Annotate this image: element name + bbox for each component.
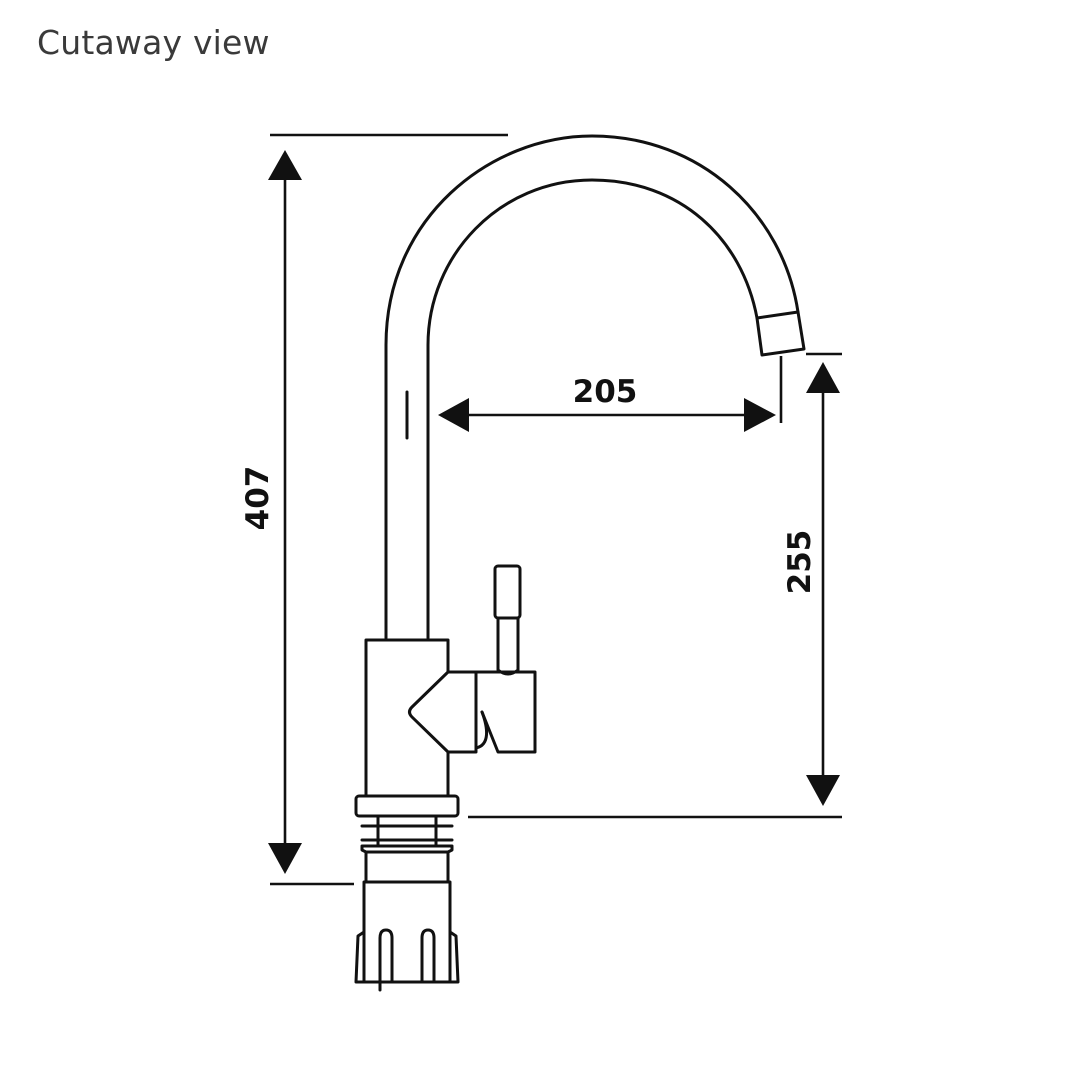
- dimension-total-height: 407: [240, 133, 508, 886]
- faucet-body: [364, 638, 478, 798]
- arrow-up-icon: [268, 150, 302, 180]
- arrow-right-icon: [744, 398, 776, 432]
- page-title: Cutaway view: [37, 23, 270, 62]
- faucet-outline: [354, 134, 806, 992]
- dimension-label-205: 205: [573, 374, 638, 410]
- supply-pipe-left: [378, 928, 394, 984]
- dimension-label-255: 255: [782, 530, 818, 595]
- lever-knob: [493, 564, 522, 620]
- dimension-label-407: 407: [240, 466, 276, 531]
- cartridge-diamond: [408, 670, 450, 754]
- base-nut: [354, 794, 460, 818]
- lever-housing-curve: [474, 710, 488, 750]
- spout-outer-wall: [384, 134, 800, 640]
- supply-pipe-right: [420, 928, 436, 984]
- arrow-down-icon: [268, 843, 302, 874]
- dimension-spout-reach: 205: [438, 356, 783, 432]
- dimension-spout-height: 255: [468, 352, 842, 819]
- aerator-tip: [755, 310, 806, 357]
- arrow-down-icon-right: [806, 775, 840, 806]
- spout-inner-wall: [426, 178, 759, 640]
- arrow-up-icon-right: [806, 362, 840, 393]
- arrow-left-icon: [438, 398, 469, 432]
- tail-piece: [354, 880, 460, 984]
- lever-stem: [496, 616, 520, 676]
